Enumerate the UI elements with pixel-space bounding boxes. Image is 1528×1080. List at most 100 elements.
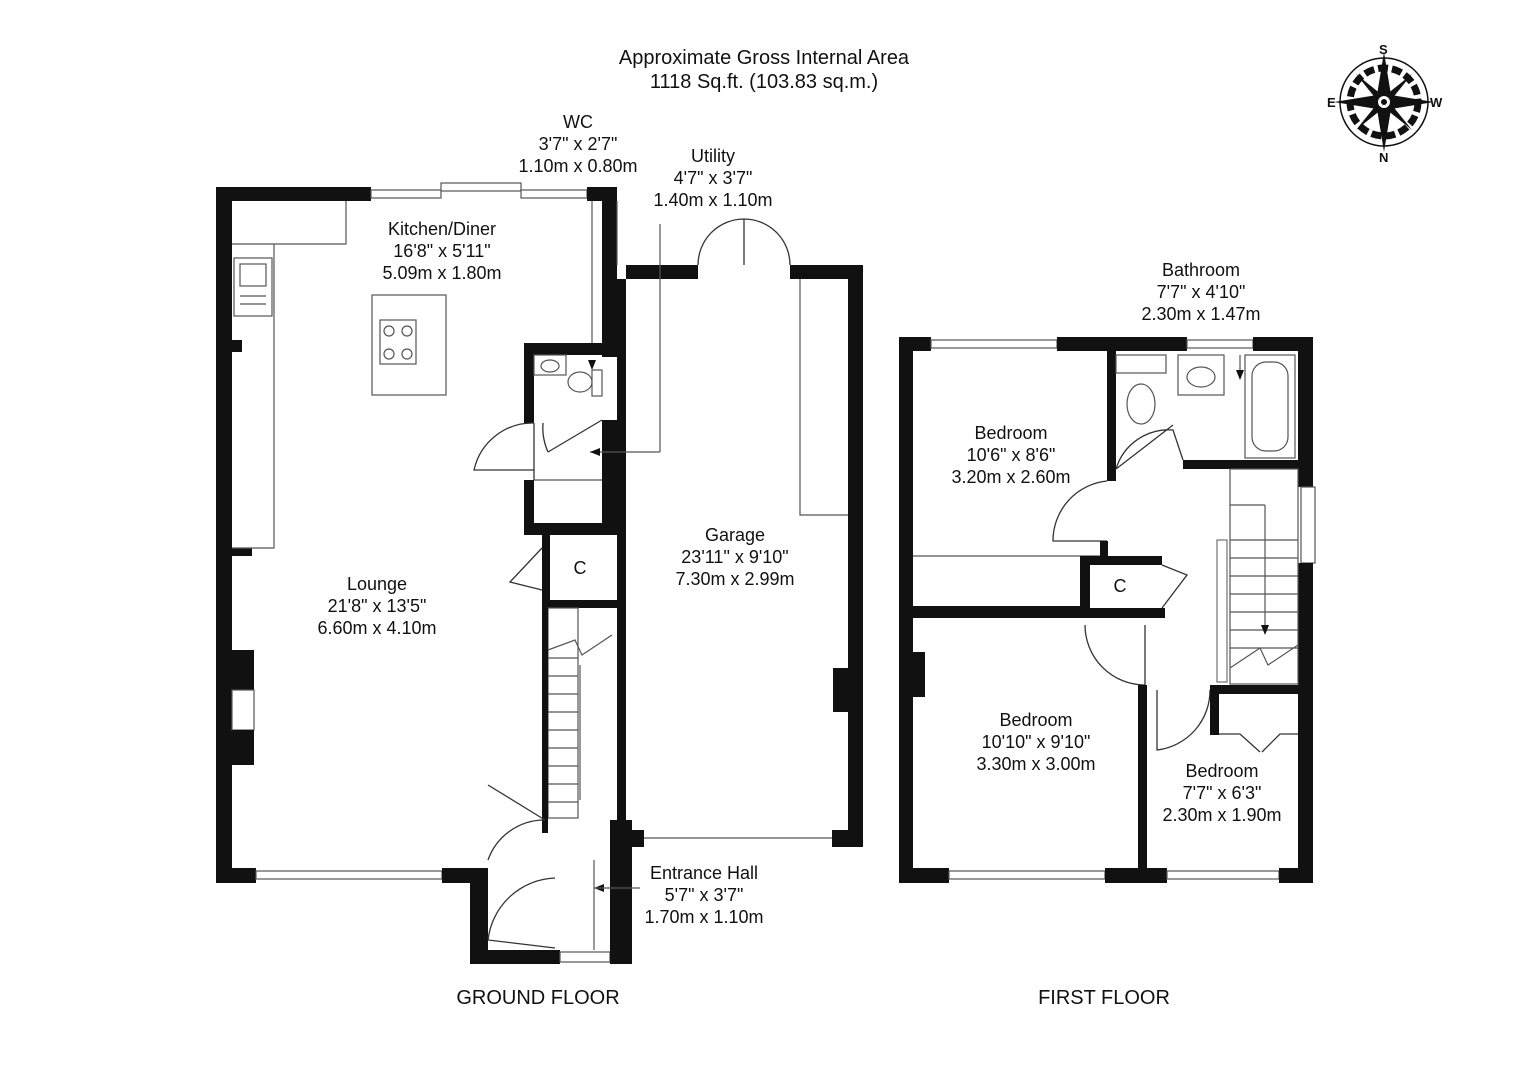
room-imperial: 7'7" x 6'3" (1182, 783, 1262, 803)
room-name: Utility (691, 146, 735, 166)
wall (216, 187, 371, 201)
wall-right (1298, 337, 1313, 487)
wall-left (899, 337, 913, 883)
compass-west-label: W (1430, 95, 1443, 110)
cistern (1115, 354, 1167, 374)
compass-east-label: E (1327, 95, 1336, 110)
wall (1080, 556, 1090, 618)
hob-ring (383, 348, 395, 360)
wall (470, 868, 488, 964)
window (1300, 486, 1316, 564)
wardrobe-doors (1219, 733, 1298, 753)
front-door (487, 877, 556, 949)
wall (470, 950, 560, 964)
area-header-line1: Approximate Gross Internal Area (618, 47, 910, 69)
window (1186, 339, 1254, 349)
room-imperial: 16'8" x 5'11" (393, 241, 491, 261)
room-label-cupboard-first: C (1100, 575, 1140, 597)
first-floor-title: FIRST FLOOR (1038, 987, 1170, 1009)
room-name: Garage (704, 525, 766, 545)
wall (832, 830, 863, 847)
room-name: C (1113, 576, 1127, 596)
compass-north-label: N (1379, 150, 1388, 165)
room-imperial: 23'11" x 9'10" (681, 547, 789, 567)
wall (848, 265, 863, 847)
stairs (547, 607, 579, 819)
room-metric: 1.40m x 1.10m (653, 190, 773, 210)
room-label-bathroom: Bathroom 7'7" x 4'10" 2.30m x 1.47m (1121, 259, 1281, 325)
room-metric: 1.10m x 0.80m (518, 156, 638, 176)
basin (533, 354, 567, 376)
stair-treads (547, 634, 613, 803)
bath (1244, 354, 1296, 459)
bedroom-door (1052, 480, 1108, 542)
wall (1080, 556, 1162, 565)
room-imperial: 3'7" x 2'7" (538, 134, 618, 154)
hob (379, 319, 417, 365)
wall (1057, 337, 1187, 351)
room-imperial: 10'6" x 8'6" (966, 445, 1056, 465)
basin-bowl (1186, 366, 1216, 388)
room-label-bedroom-2: Bedroom 10'10" x 9'10" 3.30m x 3.00m (946, 709, 1126, 775)
room-metric: 3.20m x 2.60m (951, 467, 1071, 487)
room-name: Entrance Hall (649, 863, 759, 883)
room-metric: 2.30m x 1.90m (1162, 805, 1282, 825)
lounge-door (487, 784, 546, 861)
wall (602, 420, 617, 535)
area-header: Approximate Gross Internal Area 1118 Sq.… (564, 46, 964, 94)
room-label-wc: WC 3'7" x 2'7" 1.10m x 0.80m (498, 111, 658, 177)
utility-double-door (697, 218, 791, 266)
sink (233, 257, 273, 317)
room-imperial: 7'7" x 4'10" (1156, 282, 1246, 302)
room-name: Bedroom (974, 423, 1048, 443)
cupboard-door (508, 547, 543, 591)
pier (833, 668, 848, 712)
room-name: Lounge (346, 574, 408, 594)
room-imperial: 5'7" x 3'7" (664, 885, 744, 905)
ground-floor-plan (216, 182, 863, 964)
hob-ring (383, 325, 395, 337)
chimney (913, 652, 925, 697)
wall (1080, 608, 1165, 618)
window (1166, 870, 1280, 880)
front-door-glazing (559, 951, 611, 963)
room-metric: 2.30m x 1.47m (1141, 304, 1261, 324)
window (948, 870, 1106, 880)
worktop (232, 201, 347, 245)
arrow-head (588, 360, 596, 370)
worktop (232, 244, 275, 549)
room-name: WC (563, 112, 593, 132)
toilet (1126, 383, 1156, 425)
sliding-door (440, 182, 522, 192)
room-metric: 5.09m x 1.80m (382, 263, 502, 283)
room-metric: 7.30m x 2.99m (675, 569, 795, 589)
wall (1138, 685, 1147, 883)
wall (1107, 351, 1116, 481)
bedroom-door (1084, 624, 1146, 686)
stair-treads (1229, 504, 1299, 669)
room-name: Bathroom (1161, 260, 1241, 280)
wall-stub (232, 340, 242, 352)
basin (1177, 354, 1225, 396)
wall (1105, 868, 1167, 883)
chimney (232, 730, 254, 765)
wall (542, 535, 550, 605)
wall (913, 606, 1088, 618)
balustrade (1216, 539, 1228, 683)
wall (542, 608, 548, 833)
wall (524, 343, 534, 423)
hob-ring (401, 348, 413, 360)
kitchen-island (371, 294, 447, 396)
bedroom-door (1156, 689, 1211, 751)
room-label-kitchen: Kitchen/Diner 16'8" x 5'11" 5.09m x 1.80… (357, 218, 527, 284)
room-label-bedroom-1: Bedroom 10'6" x 8'6" 3.20m x 2.60m (931, 422, 1091, 488)
wall (1279, 868, 1313, 883)
wall (790, 265, 863, 279)
wall (524, 480, 534, 535)
arrow-head (1236, 370, 1244, 380)
room-imperial: 21'8" x 13'5" (327, 596, 427, 616)
room-metric: 3.30m x 3.00m (976, 754, 1096, 774)
wall (626, 265, 698, 279)
